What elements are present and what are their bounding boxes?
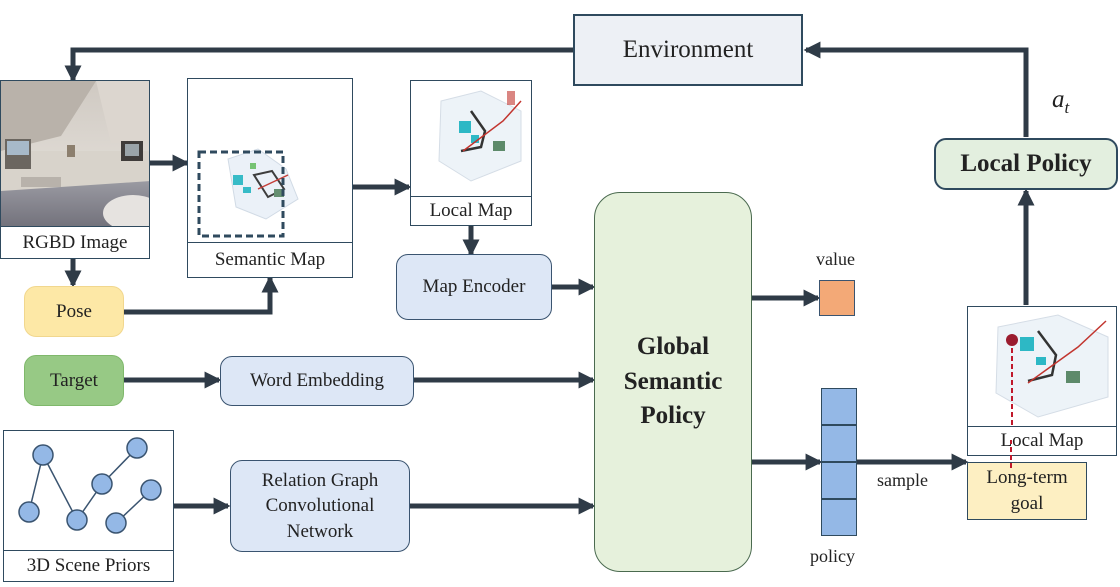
- graph-node: [66, 509, 88, 531]
- local-map-image-right: [995, 314, 1109, 429]
- target-box: Target: [24, 355, 124, 406]
- scene-priors-caption: 3D Scene Priors: [4, 550, 173, 581]
- global-line1: Global: [636, 333, 710, 361]
- sample-label: sample: [877, 470, 928, 490]
- policy-label: policy: [810, 546, 855, 566]
- environment-box: Environment: [573, 14, 803, 86]
- rgcn-line2: Convolutional: [265, 495, 375, 517]
- arrow-environment-to-rgbd: [64, 47, 573, 83]
- map-encoder-label: Map Encoder: [422, 276, 526, 298]
- environment-label: Environment: [622, 36, 754, 63]
- graph-node: [32, 444, 54, 466]
- value-square: [819, 280, 855, 316]
- graph-node: [126, 437, 148, 459]
- action-label: at: [1052, 86, 1070, 117]
- policy-cell: [821, 462, 857, 499]
- word-embedding-label: Word Embedding: [249, 370, 385, 392]
- global-line3: Policy: [640, 402, 706, 430]
- value-label: value: [816, 249, 855, 269]
- semantic-map-panel: Semantic Map: [187, 78, 353, 278]
- rgbd-caption: RGBD Image: [1, 226, 149, 258]
- semantic-map-caption: Semantic Map: [188, 242, 352, 277]
- long-term-goal-box: Long-term goal: [967, 462, 1087, 520]
- arrow-pose-to-semantic: [124, 275, 279, 315]
- graph-node: [140, 479, 162, 501]
- target-label: Target: [50, 369, 98, 391]
- policy-vector: [821, 388, 857, 536]
- graph-node: [91, 473, 113, 495]
- local-policy-label: Local Policy: [960, 150, 1092, 177]
- rgcn-box: Relation Graph Convolutional Network: [230, 460, 410, 552]
- long-term-goal-line1: Long-term: [986, 467, 1068, 489]
- policy-cell: [821, 388, 857, 425]
- rgcn-line1: Relation Graph: [261, 469, 379, 491]
- scene-priors-panel: 3D Scene Priors: [3, 430, 174, 582]
- policy-cell: [821, 425, 857, 462]
- arrow-localpolicy-to-environment: [803, 41, 1029, 137]
- local-map-right-caption: Local Map: [968, 426, 1116, 455]
- long-term-goal-line2: goal: [1010, 493, 1044, 514]
- policy-cell: [821, 499, 857, 536]
- rgbd-room-photo: [1, 81, 149, 231]
- global-line2: Semantic: [623, 367, 723, 395]
- local-map-top-caption: Local Map: [411, 196, 531, 225]
- local-map-panel-right: Local Map: [967, 306, 1117, 456]
- rgbd-image-panel: RGBD Image: [0, 80, 150, 259]
- graph-node: [105, 512, 127, 534]
- graph-node: [18, 501, 40, 523]
- global-semantic-policy-box: Global Semantic Policy: [594, 192, 752, 572]
- pose-label: Pose: [56, 300, 92, 322]
- map-encoder-box: Map Encoder: [396, 254, 552, 320]
- local-map-image-top: [438, 90, 522, 182]
- pose-box: Pose: [24, 286, 124, 337]
- word-embedding-box: Word Embedding: [220, 356, 414, 406]
- local-map-panel-top: Local Map: [410, 80, 532, 226]
- rgcn-line3: Network: [286, 520, 354, 542]
- goal-marker: [1006, 334, 1018, 346]
- local-policy-box: Local Policy: [934, 138, 1118, 190]
- goal-pointer: [1010, 440, 1012, 468]
- semantic-map-image: [197, 148, 299, 238]
- semantic-crop-box: [197, 150, 285, 238]
- scene-graph-image: [18, 437, 162, 534]
